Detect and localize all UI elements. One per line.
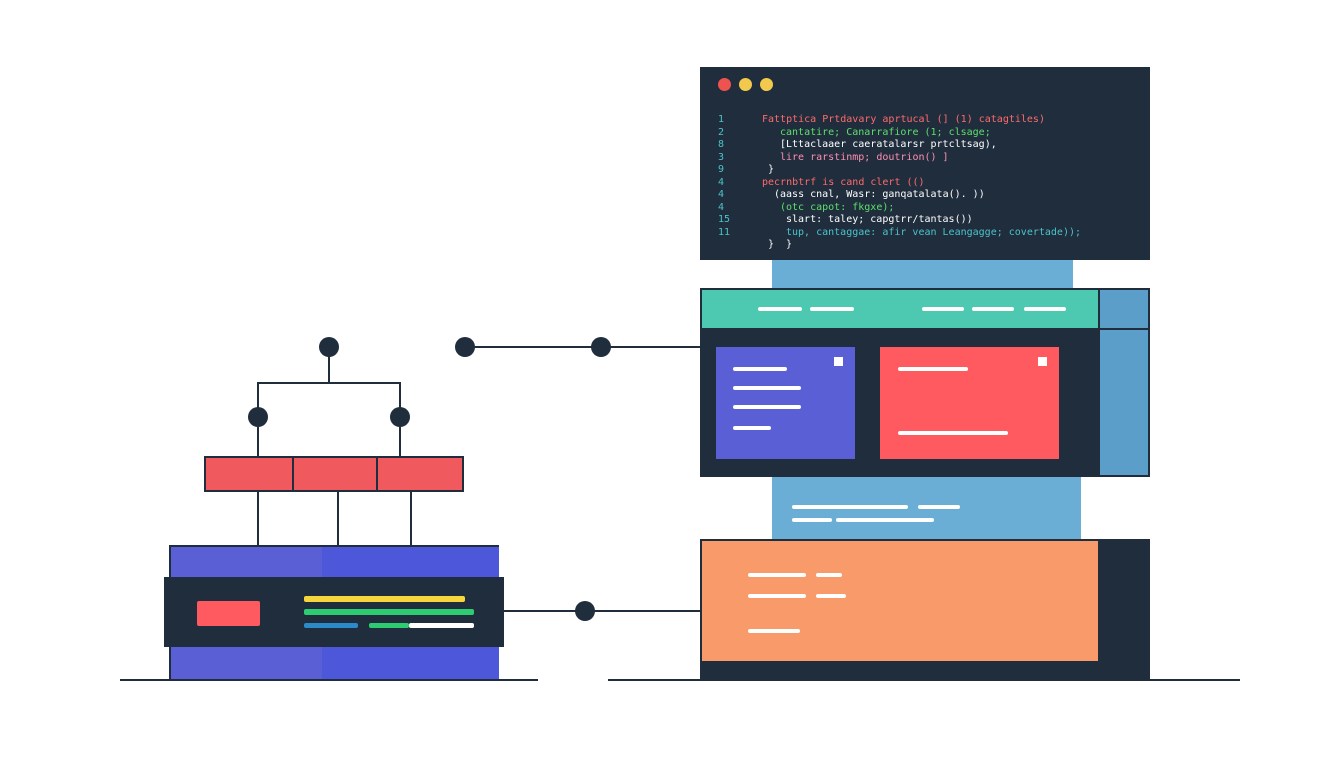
indigo-card[interactable] [716, 347, 855, 459]
line-number: 3 [718, 151, 725, 163]
card-text-line [733, 386, 801, 390]
code-text: slart: taley; capgtrr/tantas()) [786, 214, 973, 225]
line-number: 2 [718, 126, 725, 138]
code-line: 4 (aass cnal, Wasr: ganqatalata(). )) [718, 189, 1081, 202]
code-text: cantatire; Canarrafiore (1; clsage; [780, 126, 991, 138]
code-line: 11 tup, cantaggae: afir vean Leangagge; c… [718, 227, 1081, 240]
connector-line [502, 610, 702, 612]
connector-line [465, 346, 702, 348]
tree-root-node [319, 337, 339, 357]
tree-child-node-left [248, 407, 268, 427]
code-text: } [768, 164, 775, 175]
line-number: 4 [718, 189, 725, 200]
panel-text-line [748, 629, 800, 633]
header-bar [972, 307, 1014, 311]
code-editor-window: 1 Fattptica Prtdavary aprtucal (] (1) cat… [700, 67, 1150, 260]
code-text: (aass cnal, Wasr: ganqatalata(). )) [774, 189, 985, 200]
card-text-line [733, 426, 771, 430]
server-bar-white [409, 623, 474, 628]
red-block [376, 456, 464, 492]
band-text-line [836, 518, 934, 522]
tree-connector [410, 492, 412, 546]
connector-node [575, 601, 595, 621]
tree-connector [257, 427, 259, 457]
ground-line-left [120, 679, 538, 681]
code-line: } } [718, 239, 1081, 252]
browser-sidebar [1100, 330, 1148, 475]
band-text-line [792, 505, 908, 509]
code-text: tup, cantaggae: afir vean Leangagge; cov… [786, 226, 1082, 238]
code-text: Fattptica Prtdavary aprtucal (] (1) cata… [762, 114, 1045, 125]
card-text-line [733, 367, 787, 371]
band-text-line [918, 505, 960, 509]
tree-connector [399, 427, 401, 457]
browser-header [702, 290, 1098, 328]
band-text-line [792, 518, 832, 522]
code-line: 8 [Lttaclaaer caeratalarsr prtcltsag), [718, 139, 1081, 152]
code-line: 1 Fattptica Prtdavary aprtucal (] (1) cat… [718, 114, 1081, 127]
code-line: 9} [718, 164, 1081, 177]
code-line: 4 pecrnbtrf is cand clert (() [718, 177, 1081, 190]
header-bar [810, 307, 854, 311]
browser-panel [700, 288, 1150, 477]
red-block-row [204, 456, 464, 492]
server-indicator-red [197, 601, 260, 626]
panel-text-line [816, 573, 842, 577]
line-number: 15 [718, 214, 731, 225]
header-bar [1024, 307, 1066, 311]
tree-connector [328, 350, 330, 384]
header-bar [922, 307, 964, 311]
window-maximize-dot[interactable] [760, 78, 773, 91]
orange-panel [702, 541, 1098, 661]
server-bar-green [304, 609, 474, 615]
red-block [292, 456, 378, 492]
code-text: pecrnbtrf is cand clert (() [762, 176, 925, 188]
blue-column-middle [772, 477, 1081, 541]
card-checkbox[interactable] [1038, 357, 1047, 366]
card-checkbox[interactable] [834, 357, 843, 366]
code-line: 2 cantatire; Canarrafiore (1; clsage; [718, 127, 1081, 140]
browser-sidebar-top [1100, 290, 1148, 328]
code-text: (otc capot: fkgxe); [780, 201, 895, 213]
card-text-line [898, 367, 968, 371]
line-number: 8 [718, 139, 725, 150]
connector-node [591, 337, 611, 357]
code-lines: 1 Fattptica Prtdavary aprtucal (] (1) cat… [718, 114, 1081, 252]
line-number: 11 [718, 226, 731, 238]
header-bar [758, 307, 802, 311]
code-line: 4 (otc capot: fkgxe); [718, 202, 1081, 215]
panel-text-line [748, 573, 806, 577]
panel-text-line [816, 594, 846, 598]
server-panel [164, 577, 504, 647]
code-text: } } [768, 239, 793, 250]
code-line: 15 slart: taley; capgtrr/tantas()) [718, 214, 1081, 227]
coral-card[interactable] [880, 347, 1059, 459]
tree-connector [337, 492, 339, 546]
tree-child-node-right [390, 407, 410, 427]
line-number: 4 [718, 201, 725, 213]
line-number: 1 [718, 114, 725, 125]
card-text-line [733, 405, 801, 409]
server-bar-yellow [304, 596, 465, 602]
window-close-dot[interactable] [718, 78, 731, 91]
server-bar-blue [304, 623, 358, 628]
card-text-line [898, 431, 1008, 435]
panel-text-line [748, 594, 806, 598]
code-text: lire rarstinmp; doutrion() ] [780, 151, 949, 163]
tree-connector [257, 382, 401, 384]
code-line: 3 lire rarstinmp; doutrion() ] [718, 152, 1081, 165]
line-number: 4 [718, 176, 725, 188]
window-minimize-dot[interactable] [739, 78, 752, 91]
blue-column-top [772, 260, 1073, 290]
tree-connector [399, 382, 401, 418]
tree-connector [257, 492, 259, 546]
server-bar-green-short [369, 623, 409, 628]
code-text: [Lttaclaaer caeratalarsr prtcltsag), [780, 139, 997, 150]
orange-panel-frame [700, 539, 1150, 681]
line-number: 9 [718, 164, 725, 175]
tree-connector [257, 382, 259, 418]
red-block [204, 456, 294, 492]
